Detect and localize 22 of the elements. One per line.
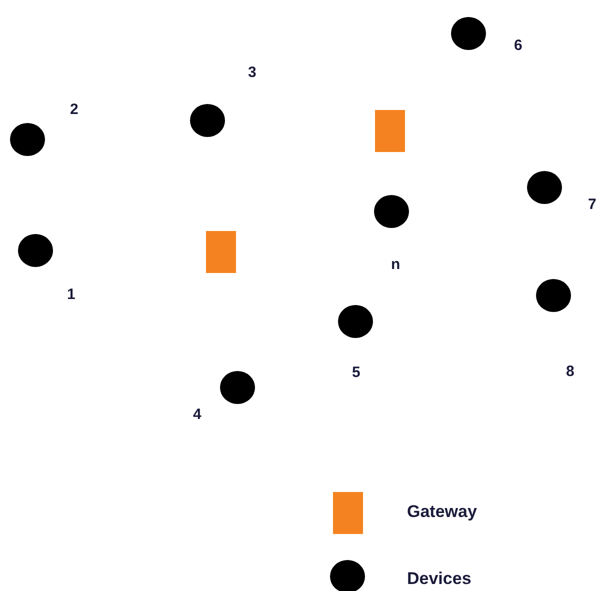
device-dot [527, 171, 562, 204]
device-label: 8 [566, 363, 574, 381]
device-dot [451, 17, 486, 50]
device-label: 2 [70, 101, 78, 119]
device-dot [536, 279, 571, 312]
device-dot [18, 234, 53, 267]
device-label: 4 [193, 406, 202, 424]
device-label: 5 [352, 364, 360, 382]
device-label: 7 [588, 196, 596, 214]
device-dot [220, 371, 255, 404]
device-label: 1 [67, 286, 76, 304]
device-label: n [391, 256, 400, 274]
device-label: 6 [514, 37, 522, 55]
device-dot [190, 104, 225, 137]
gateway-block [375, 110, 405, 152]
legend-label: Gateway [407, 503, 477, 521]
device-dot [10, 123, 45, 156]
device-dot [374, 195, 409, 228]
legend-label: Devices [407, 570, 472, 588]
device-dot [338, 305, 373, 338]
device-label: 3 [248, 64, 256, 82]
gateway-block [206, 231, 236, 273]
